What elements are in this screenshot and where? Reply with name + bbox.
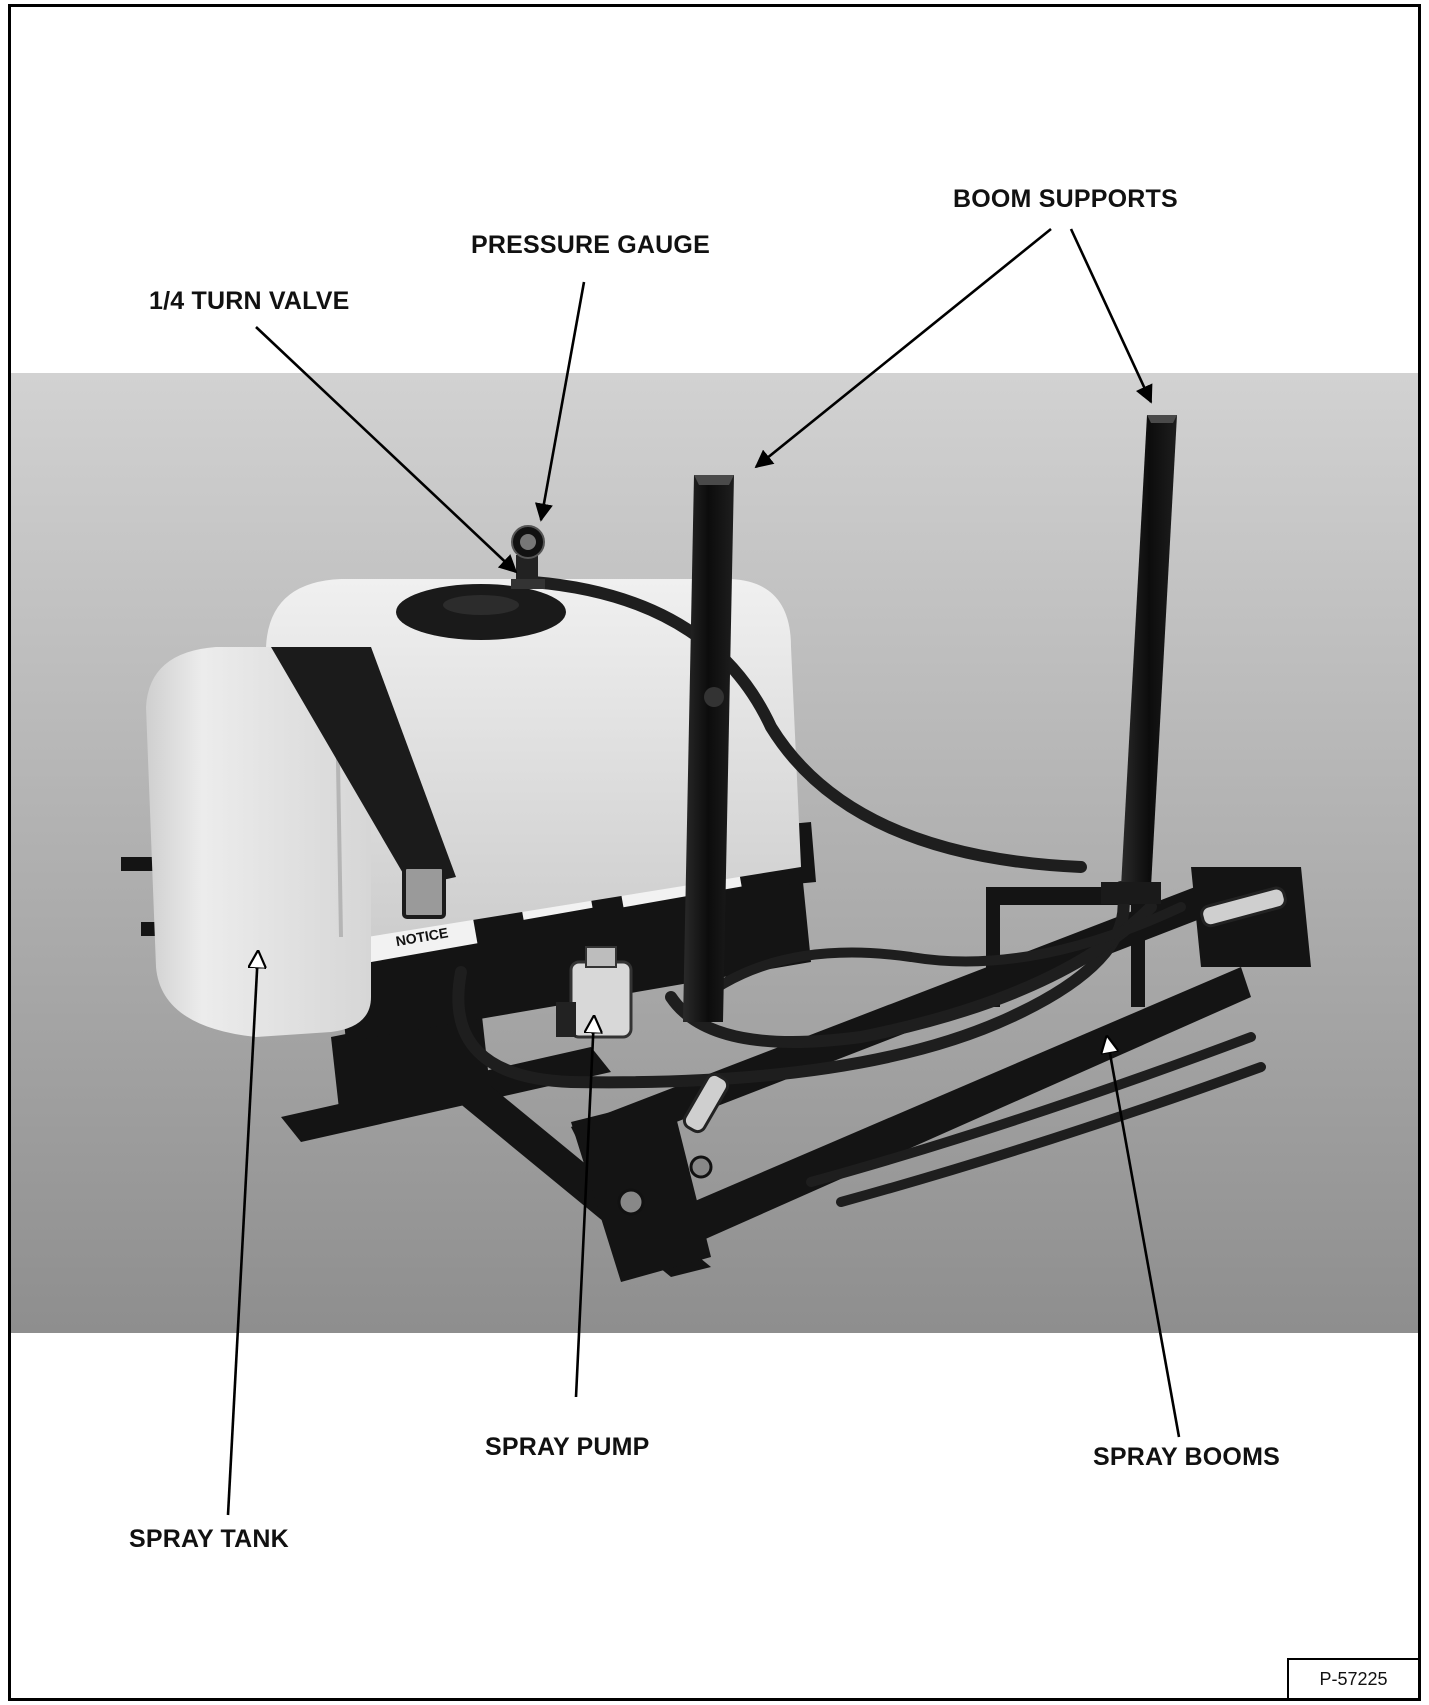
boom-fittings [617, 886, 1287, 1216]
leader-turn-valve [255, 326, 518, 574]
leader-spray-booms [1107, 1037, 1181, 1438]
callout-turn-valve: 1/4 TURN VALVE [149, 287, 350, 315]
callout-spray-pump: SPRAY PUMP [485, 1433, 650, 1461]
sprayer-illustration: NOTICE [11, 227, 1418, 1516]
tank-strap [271, 647, 456, 919]
valve-and-gauge [511, 525, 545, 589]
leader-pressure-gauge [534, 281, 586, 522]
leader-lines [226, 227, 1181, 1516]
hoses [452, 576, 1266, 1207]
figure-id: P-57225 [1319, 1668, 1388, 1689]
leader-boom-supports-b [1069, 228, 1153, 404]
callout-boom-supports: BOOM SUPPORTS [953, 185, 1178, 213]
boom-support-posts [683, 415, 1177, 1022]
callout-pressure-gauge: PRESSURE GAUGE [471, 231, 710, 259]
callout-spray-booms: SPRAY BOOMS [1093, 1443, 1280, 1471]
figure-id-box: P-57225 [1287, 1658, 1418, 1698]
figure-frame: NOTICE [8, 4, 1421, 1701]
leader-boom-supports-a [754, 227, 1052, 469]
leader-spray-tank [226, 952, 258, 1516]
leader-spray-pump [574, 1017, 594, 1398]
callout-spray-tank: SPRAY TANK [129, 1525, 289, 1553]
